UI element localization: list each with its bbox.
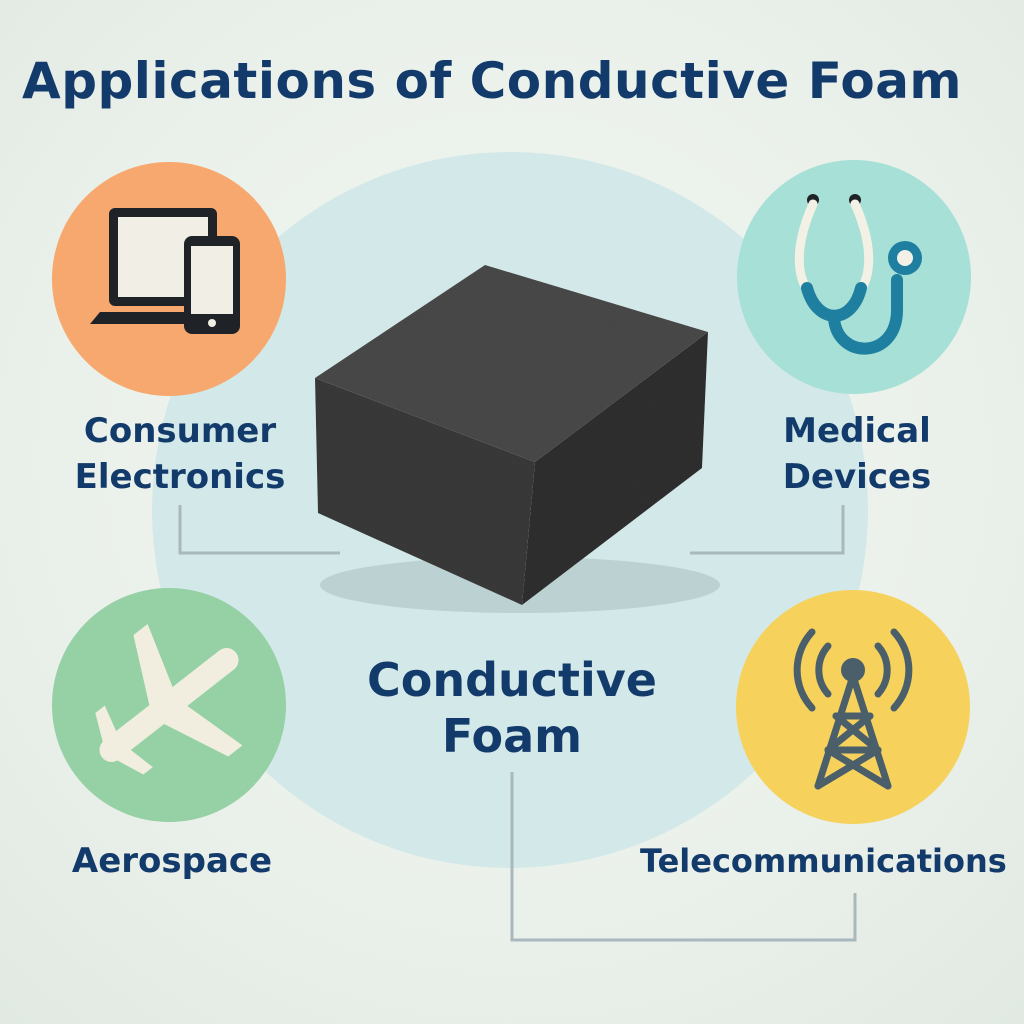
connector-lines <box>178 505 857 942</box>
label-consumer-electronics: Consumer Electronics <box>40 408 320 500</box>
stethoscope-icon <box>794 194 922 355</box>
connector-consumer-electronics <box>178 505 340 555</box>
conductive-foam-block <box>315 265 720 613</box>
telecommunications-circle <box>736 590 970 824</box>
connector-medical-devices <box>690 505 845 555</box>
label-aerospace-line1: Aerospace <box>71 841 273 881</box>
label-telecommunications: Telecommunications <box>640 838 1024 884</box>
foam-left-face <box>315 378 535 605</box>
label-medical-devices-line2: Devices <box>782 457 932 497</box>
aerospace-circle <box>52 588 286 822</box>
label-aerospace: Aerospace <box>52 838 292 884</box>
label-medical-devices: Medical Devices <box>727 408 987 500</box>
label-consumer-electronics-line1: Consumer <box>83 411 277 451</box>
medical-devices-circle <box>737 160 971 394</box>
page-title: Applications of Conductive Foam <box>22 52 963 110</box>
label-consumer-electronics-line2: Electronics <box>74 457 286 497</box>
center-label-line2: Foam <box>441 709 583 763</box>
foam-top-face <box>315 265 708 462</box>
consumer-electronics-circle <box>52 162 286 396</box>
label-medical-devices-line1: Medical <box>783 411 931 451</box>
connector-telecommunications <box>510 772 857 942</box>
center-label-conductive-foam: Conductive Foam <box>312 652 712 764</box>
laptop-phone-icon <box>90 208 240 334</box>
foam-right-face <box>522 332 708 605</box>
center-label-line1: Conductive <box>367 653 657 707</box>
label-telecommunications-line1: Telecommunications <box>640 842 1007 880</box>
airplane-icon <box>95 624 243 775</box>
antenna-tower-icon <box>793 628 913 790</box>
